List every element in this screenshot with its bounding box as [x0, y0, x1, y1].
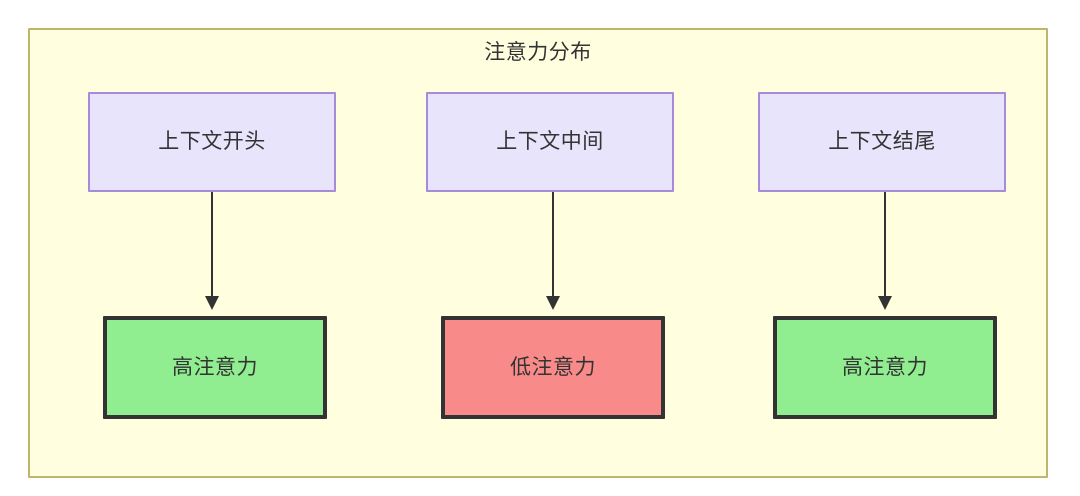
edge-start-to-high-attention [204, 192, 220, 316]
attention-node-low-middle-label: 低注意力 [510, 354, 596, 379]
attention-node-high-end[interactable]: 高注意力 [773, 316, 997, 419]
context-node-start[interactable]: 上下文开头 [88, 92, 336, 192]
context-node-end[interactable]: 上下文结尾 [758, 92, 1006, 192]
edge-end-to-high-attention [877, 192, 893, 316]
context-node-middle[interactable]: 上下文中间 [426, 92, 674, 192]
context-node-start-label: 上下文开头 [158, 129, 266, 154]
context-node-end-label: 上下文结尾 [828, 129, 936, 154]
attention-node-high-start-label: 高注意力 [172, 354, 258, 379]
edge-middle-to-low-attention [545, 192, 561, 316]
attention-node-high-end-label: 高注意力 [842, 354, 928, 379]
attention-node-low-middle[interactable]: 低注意力 [441, 316, 665, 419]
subgraph-title: 注意力分布 [484, 40, 592, 64]
attention-node-high-start[interactable]: 高注意力 [103, 316, 327, 419]
context-node-middle-label: 上下文中间 [496, 129, 604, 154]
